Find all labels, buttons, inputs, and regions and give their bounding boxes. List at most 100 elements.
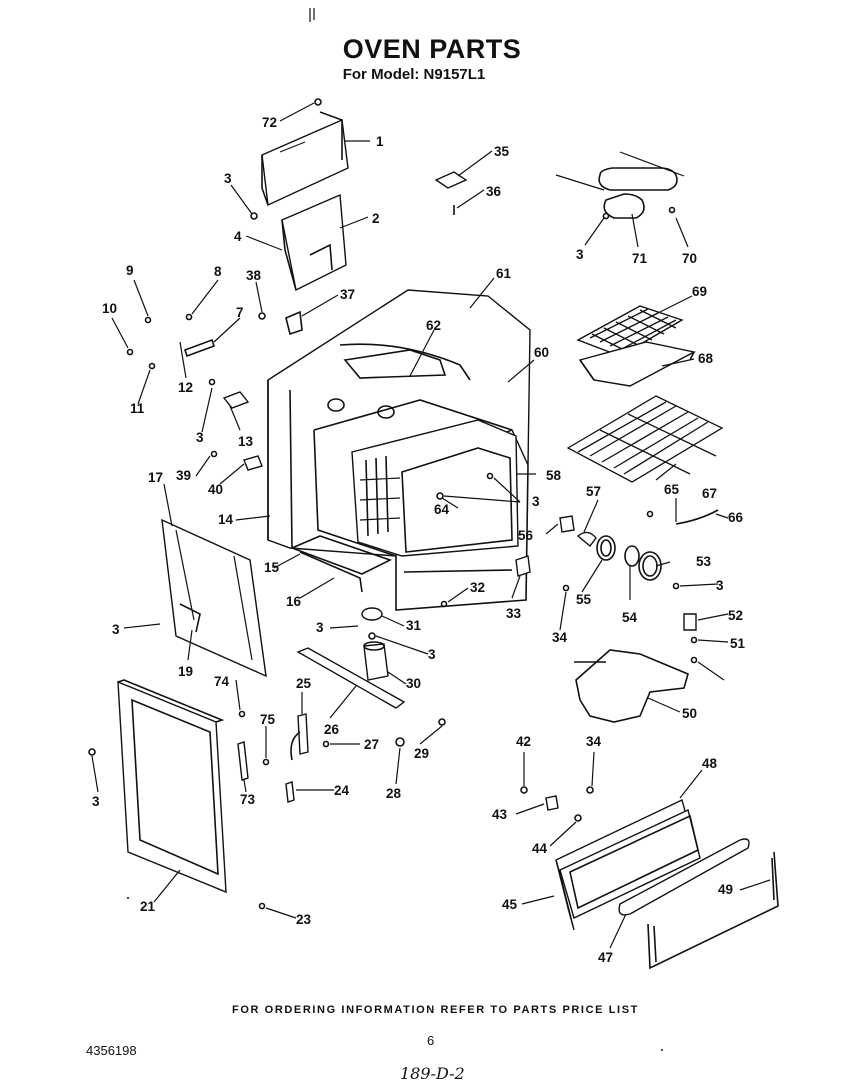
page-title: OVEN PARTS	[342, 34, 522, 64]
part-58-oven-liner	[351, 419, 519, 557]
stray-dot	[661, 1049, 663, 1051]
callout-14: 14	[218, 512, 234, 527]
callout-37: 37	[340, 287, 355, 302]
callout-66: 66	[728, 510, 744, 525]
callout-numbers: 72 1 3 2 4 35 36 3 71 70 9 8 38 37 10 7 …	[92, 115, 746, 965]
page-number: 6	[427, 1033, 435, 1048]
callout-50: 50	[682, 706, 697, 721]
part-69-broiler-grid	[576, 305, 684, 357]
callout-30: 30	[406, 676, 421, 691]
part-68-broiler-pan	[578, 341, 697, 387]
callout-64: 64	[434, 502, 450, 517]
callout-27: 27	[364, 737, 379, 752]
callout-24: 24	[334, 783, 350, 798]
part-45-drawer-panel	[555, 799, 701, 931]
part-67-oven-rack	[566, 395, 724, 483]
callout-4: 4	[234, 229, 242, 244]
callout-17: 17	[148, 470, 163, 485]
part-13-bracket	[208, 378, 263, 471]
callout-19: 19	[178, 664, 193, 679]
callout-57: 57	[586, 484, 601, 499]
callout-58: 58	[546, 468, 562, 483]
leader-lines	[91, 102, 771, 949]
callout-26: 26	[324, 722, 340, 737]
part-1-vent-duct	[261, 111, 349, 207]
callout-69: 69	[692, 284, 707, 299]
part-55-ring	[596, 535, 616, 561]
part-35-bracket	[434, 171, 468, 215]
callout-72: 72	[262, 115, 277, 130]
callout-48: 48	[702, 756, 718, 771]
callout-65: 65	[664, 482, 680, 497]
callout-34: 34	[586, 734, 602, 749]
handwritten-note: 189-D-2	[400, 1064, 465, 1083]
part-26-burner-tube	[296, 647, 446, 726]
callout-67: 67	[702, 486, 717, 501]
callout-74: 74	[214, 674, 230, 689]
part-53-cover	[638, 551, 680, 590]
callout-3: 3	[112, 622, 120, 637]
callout-55: 55	[576, 592, 592, 607]
callout-11: 11	[130, 401, 145, 416]
callout-15: 15	[264, 560, 280, 575]
callout-54: 54	[622, 610, 638, 625]
part-33-bracket	[440, 555, 570, 608]
callout-45: 45	[502, 897, 518, 912]
callout-29: 29	[414, 746, 429, 761]
callout-25: 25	[296, 676, 312, 691]
callout-40: 40	[208, 482, 223, 497]
part-66-element	[646, 509, 719, 525]
callout-47: 47	[598, 950, 613, 965]
part-15-bottom-panel	[289, 535, 393, 593]
part-25-igniter	[285, 713, 330, 803]
part-17-side-panel	[161, 518, 267, 678]
callout-28: 28	[386, 786, 402, 801]
callout-23: 23	[296, 912, 312, 927]
callout-8: 8	[214, 264, 222, 279]
part-47-drawer-rail	[618, 838, 750, 916]
callout-51: 51	[730, 636, 746, 651]
callout-21: 21	[140, 899, 156, 914]
part-50-insulation	[574, 649, 689, 723]
callout-9: 9	[126, 263, 134, 278]
callout-10: 10	[102, 301, 117, 316]
callout-56: 56	[518, 528, 534, 543]
callout-75: 75	[260, 712, 276, 727]
callout-39: 39	[176, 468, 191, 483]
callout-3: 3	[92, 794, 100, 809]
callout-1: 1	[376, 134, 384, 149]
part-43-stop	[520, 786, 594, 822]
part-54-lens	[624, 545, 640, 567]
part-28-burner-cap	[395, 737, 405, 747]
callout-33: 33	[506, 606, 522, 621]
part-52-knob	[683, 613, 698, 664]
callout-68: 68	[698, 351, 714, 366]
callout-53: 53	[696, 554, 712, 569]
callout-3: 3	[428, 647, 436, 662]
part-73-hinge	[237, 710, 270, 781]
part-49-drawer-liner	[647, 851, 779, 970]
callout-49: 49	[718, 882, 733, 897]
callout-38: 38	[246, 268, 262, 283]
callout-7: 7	[236, 305, 244, 320]
callout-71: 71	[632, 251, 648, 266]
callout-3: 3	[532, 494, 540, 509]
model-label: For Model: N9157L1	[342, 66, 486, 83]
part-21-oven-door	[88, 679, 266, 910]
callout-43: 43	[492, 807, 508, 822]
callout-60: 60	[534, 345, 549, 360]
callout-70: 70	[682, 251, 697, 266]
callout-35: 35	[494, 144, 510, 159]
callout-42: 42	[516, 734, 531, 749]
callout-13: 13	[238, 434, 254, 449]
part-61-oven-body	[267, 289, 531, 611]
callout-3: 3	[224, 171, 232, 186]
callout-36: 36	[486, 184, 502, 199]
part-2-vent-duct	[281, 193, 347, 292]
callout-31: 31	[406, 618, 422, 633]
part-56-socket	[559, 515, 575, 533]
part-62-duct	[343, 349, 447, 379]
callout-44: 44	[532, 841, 548, 856]
part-71-surface-element	[555, 151, 685, 220]
